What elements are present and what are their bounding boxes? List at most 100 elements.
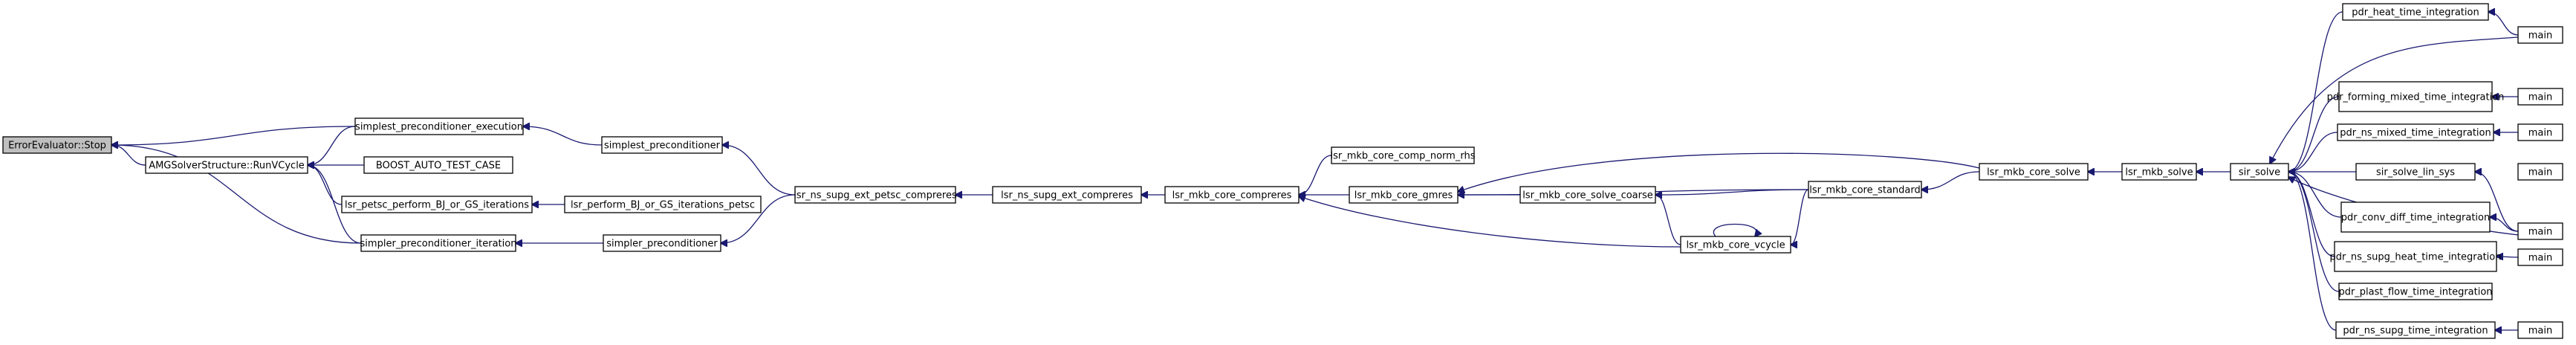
- call-edge-n9-to-n8: [721, 194, 796, 243]
- call-edge-n9-to-n6: [722, 145, 796, 196]
- graph-node-n20[interactable]: pdr_heat_time_integration: [2342, 3, 2489, 21]
- node-label: main: [2528, 30, 2552, 42]
- node-label: pdr_forming_mixed_time_integration: [2327, 92, 2505, 103]
- graph-node-n24[interactable]: pdr_conv_diff_time_integration: [2340, 201, 2491, 233]
- call-edge-n16-to-n15: [1791, 189, 1809, 245]
- graph-node-n2[interactable]: AMGSolverStructure::RunVCycle: [145, 156, 308, 174]
- node-label: lsr_mkb_core_comp_norm_rhs: [1331, 151, 1476, 162]
- call-edge-n21-to-n19: [2288, 96, 2340, 172]
- call-edge-n26-to-n19: [2288, 172, 2340, 292]
- node-box: [2355, 163, 2476, 181]
- node-box: [2517, 248, 2563, 266]
- node-box: [1349, 186, 1459, 204]
- node-label: lsr_mkb_solve: [2125, 167, 2193, 178]
- node-label: lsr_mkb_core_compreres: [1172, 190, 1292, 201]
- node-label: pdr_ns_mixed_time_integration: [2340, 128, 2491, 139]
- node-label: lsr_ns_supg_ext_petsc_compreres: [794, 190, 957, 201]
- graph-node-n14[interactable]: lsr_mkb_core_solve_coarse: [1519, 186, 1656, 204]
- graph-node-n16[interactable]: lsr_mkb_core_standard: [1808, 181, 1922, 199]
- graph-node-n30[interactable]: main: [2517, 123, 2563, 141]
- node-label: pdr_ns_supg_time_integration: [2343, 326, 2488, 337]
- call-edge-n17-to-n13: [1458, 152, 1980, 192]
- node-box: [2517, 222, 2563, 240]
- node-box: [2334, 241, 2497, 272]
- graph-node-n1[interactable]: simplest_preconditioner_execution: [354, 117, 524, 135]
- node-box: [794, 186, 956, 204]
- node-box: [1979, 163, 2089, 181]
- call-edge-n28-to-n19: [2270, 36, 2519, 164]
- node-box: [2, 136, 112, 154]
- call-edge-n1-to-n2: [308, 126, 356, 165]
- call-edge-n5-to-n2: [308, 165, 362, 244]
- graph-node-n26[interactable]: pdr_plast_flow_time_integration: [2338, 283, 2493, 300]
- call-edge-n2-to-n0: [111, 145, 146, 166]
- graph-node-n4[interactable]: lsr_petsc_perform_BJ_or_GS_iterations: [341, 196, 533, 213]
- graph-node-n12[interactable]: lsr_mkb_core_comp_norm_rhs: [1331, 146, 1476, 164]
- call-edge-n27-to-n19: [2288, 172, 2337, 331]
- graph-node-n28[interactable]: main: [2517, 26, 2563, 44]
- node-box: [1164, 186, 1300, 204]
- graph-node-n6[interactable]: simplest_preconditioner: [601, 136, 723, 154]
- graph-node-n5[interactable]: simpler_preconditioner_iteration: [360, 234, 517, 252]
- call-edge-n5-to-n0: [111, 145, 362, 244]
- graph-node-n34[interactable]: main: [2517, 321, 2563, 339]
- call-edge-n16-to-n14: [1655, 189, 1809, 195]
- node-box: [2517, 163, 2563, 181]
- graph-node-n13[interactable]: lsr_mkb_core_gmres: [1349, 186, 1459, 204]
- node-label: lsr_mkb_core_vcycle: [1686, 240, 1785, 251]
- graph-node-n19[interactable]: sir_solve: [2230, 163, 2289, 181]
- node-label: main: [2528, 253, 2552, 264]
- node-box: [360, 234, 516, 252]
- call-edge-n4-to-n2: [308, 165, 343, 205]
- graph-node-n27[interactable]: pdr_ns_supg_time_integration: [2335, 321, 2496, 339]
- node-label: lsr_petsc_perform_BJ_or_GS_iterations: [345, 200, 529, 211]
- graph-node-n32[interactable]: main: [2517, 222, 2563, 240]
- node-label: simpler_preconditioner_iteration: [360, 239, 517, 250]
- node-label: lsr_mkb_core_solve: [1987, 167, 2080, 178]
- node-label: lsr_ns_supg_ext_compreres: [1001, 190, 1133, 201]
- nodes-layer: ErrorEvaluator::Stop simplest_preconditio…: [2, 3, 2563, 339]
- node-label: AMGSolverStructure::RunVCycle: [149, 161, 305, 172]
- node-label: pdr_heat_time_integration: [2352, 7, 2479, 19]
- graph-node-n17[interactable]: lsr_mkb_core_solve: [1979, 163, 2089, 181]
- graph-node-n25[interactable]: pdr_ns_supg_heat_time_integration: [2330, 241, 2502, 272]
- node-label: pdr_ns_supg_heat_time_integration: [2330, 252, 2502, 263]
- call-edge-n15-to-n11: [1299, 196, 1681, 248]
- node-label: simplest_preconditioner_execution: [355, 122, 523, 133]
- graph-node-n10[interactable]: lsr_ns_supg_ext_compreres: [992, 186, 1142, 204]
- graph-node-n11[interactable]: lsr_mkb_core_compreres: [1164, 186, 1300, 204]
- graph-node-n31[interactable]: main: [2517, 163, 2563, 181]
- graph-node-n29[interactable]: main: [2517, 88, 2563, 106]
- call-edge-n15-to-n14: [1655, 195, 1681, 245]
- graph-node-n21[interactable]: pdr_forming_mixed_time_integration: [2327, 81, 2505, 112]
- node-label: lsr_mkb_core_gmres: [1354, 190, 1453, 201]
- call-edge-n24-to-n19: [2288, 172, 2342, 218]
- node-box: [2335, 321, 2496, 339]
- call-edge-n6-to-n1: [523, 126, 603, 146]
- node-label: simplest_preconditioner: [604, 141, 721, 152]
- graph-node-n33[interactable]: main: [2517, 248, 2563, 266]
- graph-node-n22[interactable]: pdr_ns_mixed_time_integration: [2337, 123, 2494, 141]
- graph-node-n9[interactable]: lsr_ns_supg_ext_petsc_compreres: [794, 186, 957, 204]
- node-label: sir_solve_lin_sys: [2376, 167, 2455, 178]
- node-box: [564, 196, 762, 213]
- node-label: main: [2528, 167, 2552, 178]
- graph-node-n7[interactable]: lsr_perform_BJ_or_GS_iterations_petsc: [564, 196, 762, 213]
- graph-node-n15[interactable]: lsr_mkb_core_vcycle: [1680, 236, 1791, 254]
- node-box: [2517, 123, 2563, 141]
- graph-node-n0[interactable]: ErrorEvaluator::Stop: [2, 136, 112, 154]
- graph-node-n18[interactable]: lsr_mkb_solve: [2121, 163, 2197, 181]
- graph-node-n3[interactable]: BOOST_AUTO_TEST_CASE: [363, 156, 513, 174]
- node-box: [2230, 163, 2289, 181]
- call-edge-n1-to-n0: [111, 126, 356, 145]
- node-label: sir_solve: [2239, 167, 2280, 178]
- graph-node-n23[interactable]: sir_solve_lin_sys: [2355, 163, 2476, 181]
- graph-node-n8[interactable]: simpler_preconditioner: [603, 234, 721, 252]
- node-box: [341, 196, 533, 213]
- node-box: [363, 156, 513, 174]
- call-edge-n15-to-n15: [1713, 223, 1756, 237]
- node-label: main: [2528, 326, 2552, 337]
- call-edge-n17-to-n16: [1921, 171, 1980, 190]
- node-box: [2338, 81, 2493, 112]
